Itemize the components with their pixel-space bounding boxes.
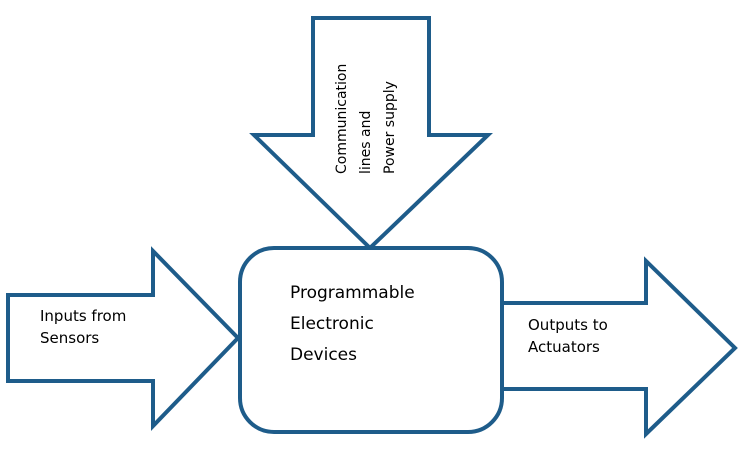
right-arrow-line-2: Actuators [528,338,600,356]
top-arrow-line-1: Communication [334,63,350,174]
top-arrow-line-3: Power supply [382,81,398,174]
center-box-shape [238,246,504,434]
top-arrow-line-2: lines and [358,110,374,174]
left-arrow-line-2: Sensors [40,329,100,347]
top-arrow-shape [249,16,493,251]
center-box-line-1: Programmable [290,283,415,303]
center-box-label: Programmable Electronic Devices [290,278,415,371]
left-arrow-label: Inputs from Sensors [40,305,126,349]
left-arrow-line-1: Inputs from [40,307,127,325]
top-arrow-label: Communication lines and Power supply [330,64,402,174]
left-arrow-shape [6,246,241,431]
center-box-line-2: Electronic [290,314,374,334]
center-box-line-3: Devices [290,345,357,365]
right-arrow-line-1: Outputs to [528,316,608,334]
right-arrow-label: Outputs to Actuators [528,314,608,358]
right-arrow-shape [498,256,738,439]
